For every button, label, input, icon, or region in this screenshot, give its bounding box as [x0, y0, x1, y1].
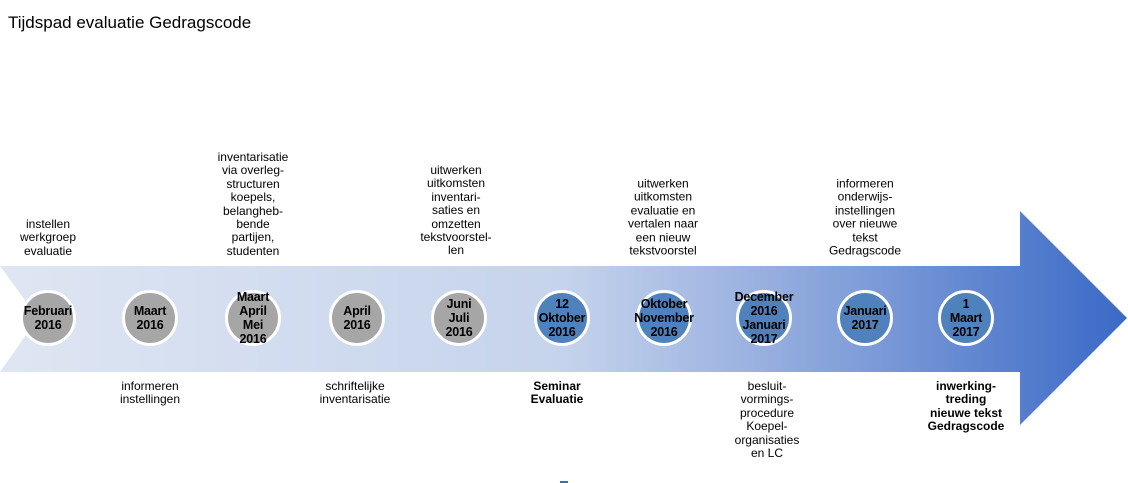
milestone-label: Oktober November 2016 [634, 297, 694, 339]
milestone-label: Maart April Mei 2016 [236, 290, 270, 346]
milestone-circle [20, 290, 76, 346]
milestone-circle [636, 290, 692, 346]
activity-note: schriftelijke inventarisatie [319, 379, 391, 407]
milestone-circle [225, 290, 281, 346]
activity-note: uitwerken uitkomsten inventari- saties e… [420, 163, 492, 258]
activity-note-highlight: Seminar Evaluatie [530, 379, 584, 407]
activity-note: informeren onderwijs- instellingen over … [828, 176, 902, 258]
activity-note-highlight: inwerking- treding nieuwe tekst Gedragsc… [927, 379, 1005, 434]
milestone-label: April 2016 [343, 304, 371, 332]
milestone-circle [938, 290, 994, 346]
activity-note: uitwerken uitkomsten evaluatie en vertal… [627, 176, 699, 258]
milestone-label: Juni Juli 2016 [445, 297, 473, 339]
milestone-circle [122, 290, 178, 346]
milestone-label: Februari 2016 [23, 304, 73, 332]
milestone-label: 12 Oktober 2016 [538, 297, 586, 339]
milestone-label: Januari 2017 [843, 304, 887, 332]
milestone-label: Maart 2016 [133, 304, 167, 332]
milestone-circle [736, 290, 792, 346]
milestone-label: December 2016 Januari 2017 [734, 290, 794, 346]
milestone-circle [534, 290, 590, 346]
milestone-circle [837, 290, 893, 346]
activity-note: instellen werkgroep evaluatie [19, 216, 77, 258]
activity-note: besluit- vormings- procedure Koepel- org… [734, 379, 800, 461]
activity-note: inventarisatie via overleg- structuren k… [217, 149, 289, 258]
page-title: Tijdspad evaluatie Gedragscode [8, 13, 252, 32]
milestone-circle [329, 290, 385, 346]
milestone-label: 1 Maart 2017 [949, 297, 983, 339]
milestone-circle [431, 290, 487, 346]
activity-note: informeren instellingen [119, 379, 181, 407]
